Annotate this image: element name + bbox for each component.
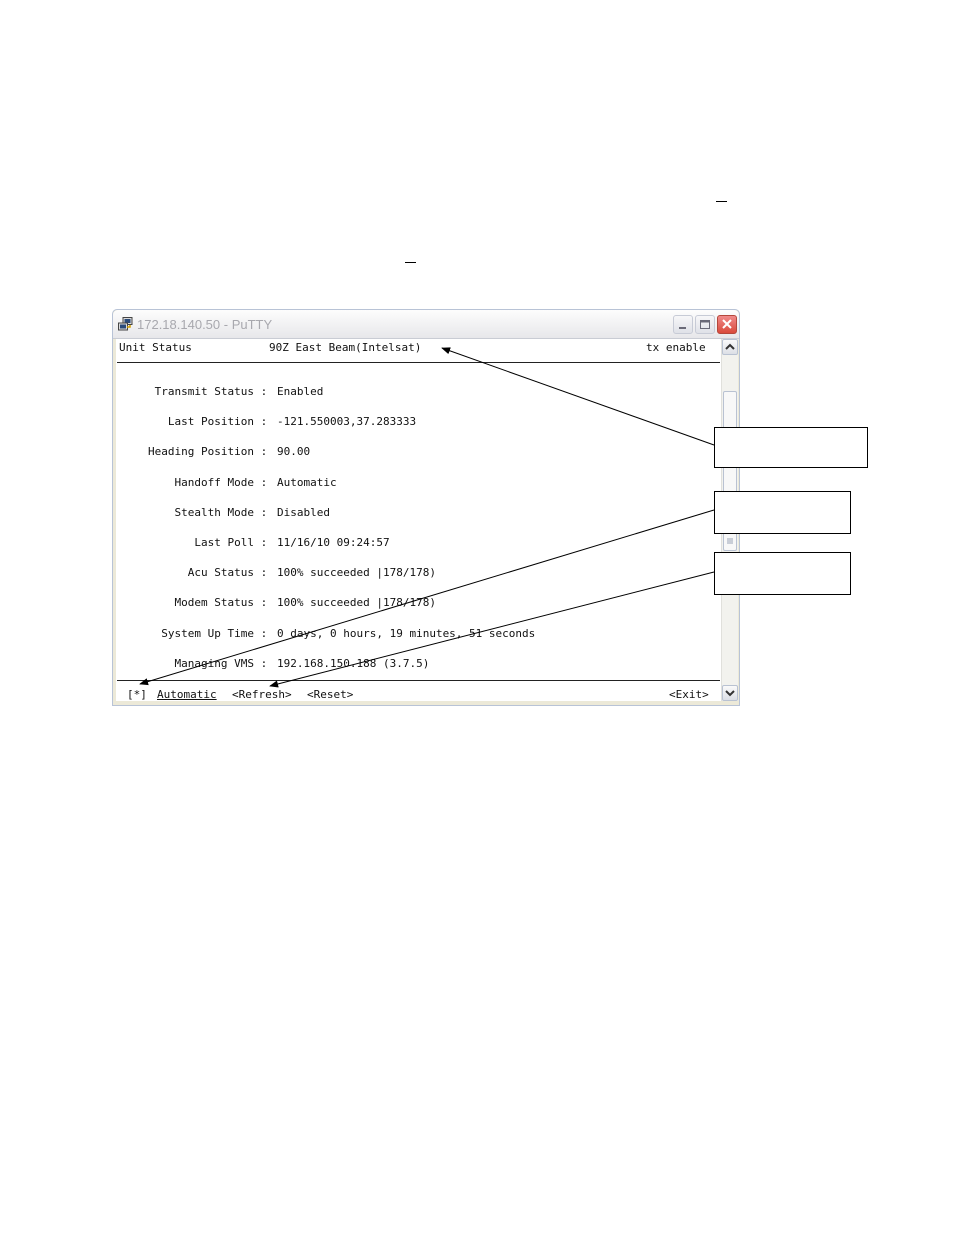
field-separator: : xyxy=(254,415,274,429)
field-label: Last Poll xyxy=(194,536,254,549)
field-value: 192.168.150.188 (3.7.5) xyxy=(277,656,430,670)
field-label: Stealth Mode xyxy=(174,505,254,519)
field-separator: : xyxy=(254,445,274,459)
scroll-up-button[interactable] xyxy=(722,339,738,355)
document-mark xyxy=(405,262,416,263)
terminal-screen[interactable]: Unit Status 90Z East Beam(Intelsat) tx e… xyxy=(116,339,721,701)
field-label: Acu Status xyxy=(187,566,254,580)
header-left: Unit Status xyxy=(119,341,192,354)
header-divider xyxy=(117,362,720,363)
arrow-to-refresh xyxy=(269,571,715,688)
field-value: 11/16/10 09:24:57 xyxy=(277,536,390,549)
putty-window: 172.18.140.50 - PuTTY Unit Status 90Z Ea… xyxy=(112,309,740,706)
footer-divider xyxy=(117,680,720,681)
chevron-down-icon xyxy=(725,690,735,697)
field-value: Disabled xyxy=(277,505,330,519)
putty-app-icon[interactable] xyxy=(118,317,133,331)
field-separator: : xyxy=(254,566,274,580)
field-separator: : xyxy=(254,475,274,489)
field-label: Last Position xyxy=(167,415,254,429)
close-icon xyxy=(722,319,732,329)
field-value: 100% succeeded |178/178) xyxy=(277,596,436,610)
field-value: Automatic xyxy=(277,475,337,489)
document-mark xyxy=(716,201,727,202)
grip-icon xyxy=(727,538,733,544)
window-title: 172.18.140.50 - PuTTY xyxy=(137,317,273,332)
field-label: Transmit Status xyxy=(154,385,254,398)
field-value: -121.550003,37.283333 xyxy=(277,415,417,429)
arrow-to-automatic xyxy=(139,509,715,686)
field-value: Enabled xyxy=(277,385,324,398)
refresh-button[interactable]: <Refresh> xyxy=(232,688,292,701)
chevron-up-icon xyxy=(725,343,735,350)
field-value: 90.00 xyxy=(277,445,311,459)
field-value: 0 days, 0 hours, 19 minutes, 51 seconds xyxy=(277,626,536,640)
field-separator: : xyxy=(254,505,274,519)
field-label: Managing VMS xyxy=(174,656,254,670)
field-separator: : xyxy=(254,656,274,670)
field-separator: : xyxy=(254,385,274,398)
callout-box-automatic xyxy=(714,491,851,534)
automatic-label[interactable]: Automatic xyxy=(157,688,217,701)
header-center: 90Z East Beam(Intelsat) xyxy=(269,341,422,354)
field-separator: : xyxy=(254,596,274,610)
minimize-button[interactable] xyxy=(673,315,693,334)
field-label: System Up Time xyxy=(161,626,254,640)
field-label: Handoff Mode xyxy=(174,475,254,489)
field-value: 100% succeeded |178/178) xyxy=(277,566,436,580)
close-button[interactable] xyxy=(717,315,737,334)
maximize-icon xyxy=(700,320,710,329)
callout-box-refresh xyxy=(714,552,851,595)
maximize-button[interactable] xyxy=(695,315,715,334)
scroll-down-button[interactable] xyxy=(722,685,738,701)
field-label: Modem Status xyxy=(174,596,254,610)
title-bar[interactable]: 172.18.140.50 - PuTTY xyxy=(113,310,739,339)
exit-button[interactable]: <Exit> xyxy=(669,688,709,701)
field-separator: : xyxy=(254,626,274,640)
automatic-checkbox[interactable]: [*] xyxy=(127,688,147,701)
reset-button[interactable]: <Reset> xyxy=(307,688,354,701)
arrow-to-beam xyxy=(441,347,715,446)
field-separator: : xyxy=(254,536,274,549)
minimize-icon xyxy=(679,327,686,329)
header-right: tx enable xyxy=(646,341,706,354)
field-label: Heading Position xyxy=(148,445,254,459)
callout-box-beam xyxy=(714,427,868,468)
